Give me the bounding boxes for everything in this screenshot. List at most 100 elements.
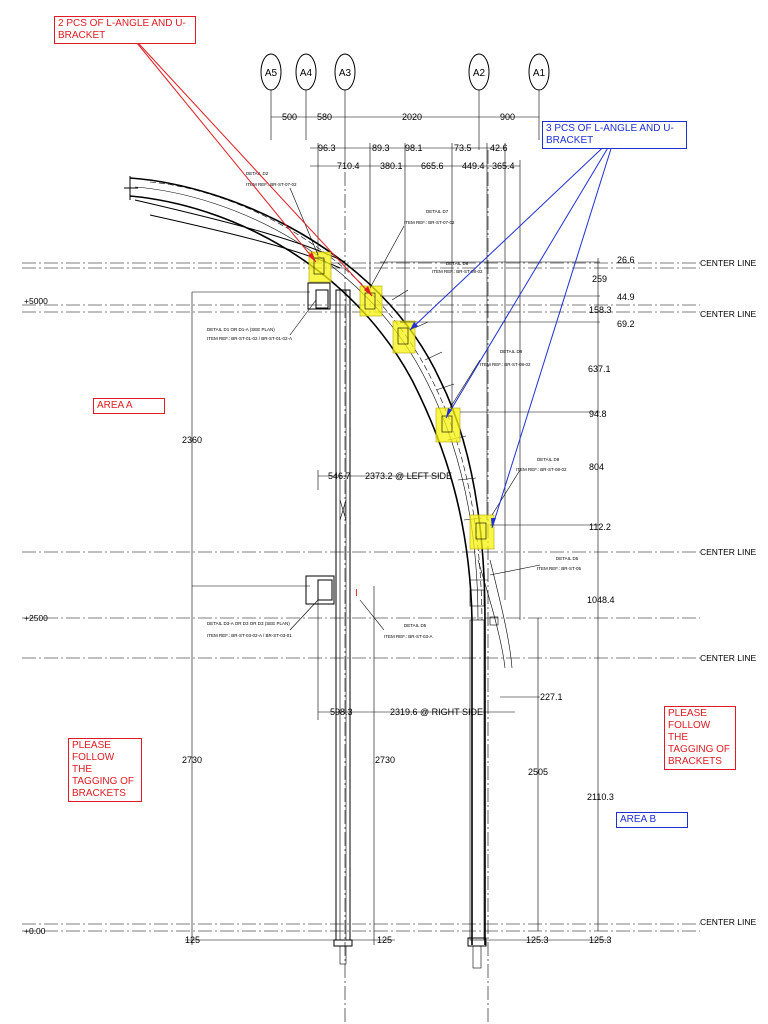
detail-note-ref: ITEM REF.: BR-ST-07-02 <box>404 220 455 225</box>
svg-text:A4: A4 <box>300 68 313 79</box>
top-dims: 96.3 89.3 98.1 73.5 42.6 710.4 380.1 665… <box>310 143 521 620</box>
grid-spacing-dims: 500 580 2020 900 <box>271 112 539 122</box>
dim-96-3: 96.3 <box>318 143 336 153</box>
detail-note-ref: ITEM REF.: BR-ST-07-02 <box>246 182 297 187</box>
right-dims: 26.6 259 44.9 158.3 69.2 637.1 94.8 804 … <box>380 255 635 945</box>
dim-227-1: 227.1 <box>540 692 563 702</box>
dim-665-6: 665.6 <box>421 161 444 171</box>
callout-line: PLEASE FOLLOW <box>72 740 115 763</box>
dim-89-3: 89.3 <box>372 143 390 153</box>
grid-bubble-a2: A2 <box>468 53 490 150</box>
bracket-mid <box>305 575 335 605</box>
detail-note: DETAIL D8 <box>446 261 469 266</box>
grid-bubble-a5: A5 <box>260 53 282 140</box>
dim-125-3-b: 125.3 <box>589 935 612 945</box>
callout-follow-tagging-right: PLEASE FOLLOW THE TAGGING OF BRACKETS <box>664 706 736 770</box>
detail-note-ref: ITEM REF.: BR-ST-05 <box>537 566 582 571</box>
dim-left-side: 2373.2 @ LEFT SIDE <box>365 471 452 481</box>
level-label-0: +0.00 <box>24 926 46 936</box>
bracket-top <box>307 282 331 310</box>
detail-leaders <box>289 187 541 631</box>
dim-259: 259 <box>592 274 607 284</box>
dim-73-5: 73.5 <box>454 143 472 153</box>
dim-125-a: 125 <box>185 935 200 945</box>
callout-line: THE TAGGING OF <box>72 764 135 787</box>
truss-tail <box>489 559 513 669</box>
highlight-bracket-2 <box>359 285 383 317</box>
right-column-base <box>467 937 487 947</box>
grid-bubble-a1: A1 <box>528 53 550 140</box>
column-body <box>335 289 351 941</box>
svg-text:A2: A2 <box>473 68 486 79</box>
highlighted-brackets <box>308 251 495 550</box>
detail-note: DETAIL D3-A OR D3 OR D3 (SEE PLAN) <box>207 621 290 626</box>
svg-text:A3: A3 <box>339 68 352 79</box>
callout-line: THE TAGGING OF <box>668 732 731 755</box>
detail-note-ref: ITEM REF.: BR-ST-03-A <box>384 634 433 639</box>
detail-note: DETAIL D5 <box>404 623 427 628</box>
dim-2730-a: 2730 <box>182 755 202 765</box>
dim-380-1: 380.1 <box>380 161 403 171</box>
grid-lines <box>344 150 489 1024</box>
dim-1048-4: 1048.4 <box>587 595 615 605</box>
column-base <box>333 939 353 947</box>
red-pointers <box>127 31 373 297</box>
dim-900: 900 <box>500 112 515 122</box>
dim-right-side: 2319.6 @ RIGHT SIDE <box>390 707 483 717</box>
callout-blue-3pcs: 3 PCS OF L-ANGLE AND U-BRACKET <box>542 121 687 149</box>
callout-area-b: AREA B <box>616 812 688 828</box>
dim-598-3: 598.3 <box>330 707 353 717</box>
dim-42-6: 42.6 <box>490 143 508 153</box>
detail-note-ref: ITEM REF.: BR-ST-08-02 <box>432 269 483 274</box>
callout-area-a: AREA A <box>93 398 165 414</box>
left-column: I <box>305 282 358 965</box>
left-dims: 2360 2730 2730 125 125 <box>182 291 395 945</box>
grid-bubble-a4: A4 <box>295 53 317 140</box>
center-line-label: CENTER LINE <box>700 258 757 268</box>
truss-tail-2 <box>477 559 506 669</box>
dim-710-4: 710.4 <box>337 161 360 171</box>
detail-note: DETAIL D8 <box>537 457 560 462</box>
blue-pointers <box>409 135 616 529</box>
mid-dims: 546.7 2373.2 @ LEFT SIDE 598.3 2319.6 @ … <box>317 470 515 720</box>
dim-125-b: 125 <box>377 935 392 945</box>
dim-125-3-a: 125.3 <box>526 935 549 945</box>
center-line-labels: CENTER LINE CENTER LINE CENTER LINE CENT… <box>700 258 757 927</box>
column-foot <box>339 945 347 965</box>
grid-bubble-a3: A3 <box>334 53 356 150</box>
center-line-label: CENTER LINE <box>700 547 757 557</box>
level-labels: +5000 +2500 +0.00 <box>24 296 48 936</box>
detail-notes: DETAIL D2 ITEM REF.: BR-ST-07-02 DETAIL … <box>207 171 582 639</box>
detail-note: DETAIL D5 <box>556 556 579 561</box>
dim-112-2: 112.2 <box>589 522 611 532</box>
dim-2110-3: 2110.3 <box>587 792 614 802</box>
detail-note: DETAIL D2 <box>246 171 269 176</box>
dim-94-8: 94.8 <box>589 409 607 419</box>
right-column <box>467 589 499 969</box>
svg-text:A5: A5 <box>265 68 278 79</box>
dim-26-6: 26.6 <box>617 255 635 265</box>
detail-note-ref: ITEM REF.: BR-ST-08-02 <box>516 467 567 472</box>
dim-580: 580 <box>317 112 332 122</box>
dim-2020: 2020 <box>402 112 422 122</box>
curved-truss <box>124 176 513 945</box>
callout-line: BRACKETS <box>668 756 722 767</box>
truss-inner-chord <box>129 195 473 945</box>
detail-note: DETAIL D8 <box>500 349 523 354</box>
dim-44-9: 44.9 <box>617 292 635 302</box>
dim-2360: 2360 <box>182 435 202 445</box>
grid-bubbles: A5 A4 A3 A2 A1 <box>260 53 550 150</box>
dim-365-4: 365.4 <box>492 161 515 171</box>
detail-note: DETAIL D1 OR D1-A (SEE PLAN) <box>207 327 275 332</box>
callout-red-2pcs: 2 PCS OF L-ANGLE AND U-BRACKET <box>54 16 196 44</box>
detail-note-ref: ITEM REF.: BR-ST-08-02 <box>480 362 531 367</box>
dim-2730-b: 2730 <box>375 755 395 765</box>
highlight-bracket-3 <box>392 320 416 354</box>
dim-98-1: 98.1 <box>405 143 423 153</box>
dim-449-4: 449.4 <box>462 161 485 171</box>
callout-follow-tagging-left: PLEASE FOLLOW THE TAGGING OF BRACKETS <box>68 738 142 802</box>
dim-2505: 2505 <box>528 767 548 777</box>
center-line-label: CENTER LINE <box>700 917 757 927</box>
highlight-bracket-5 <box>469 514 495 550</box>
